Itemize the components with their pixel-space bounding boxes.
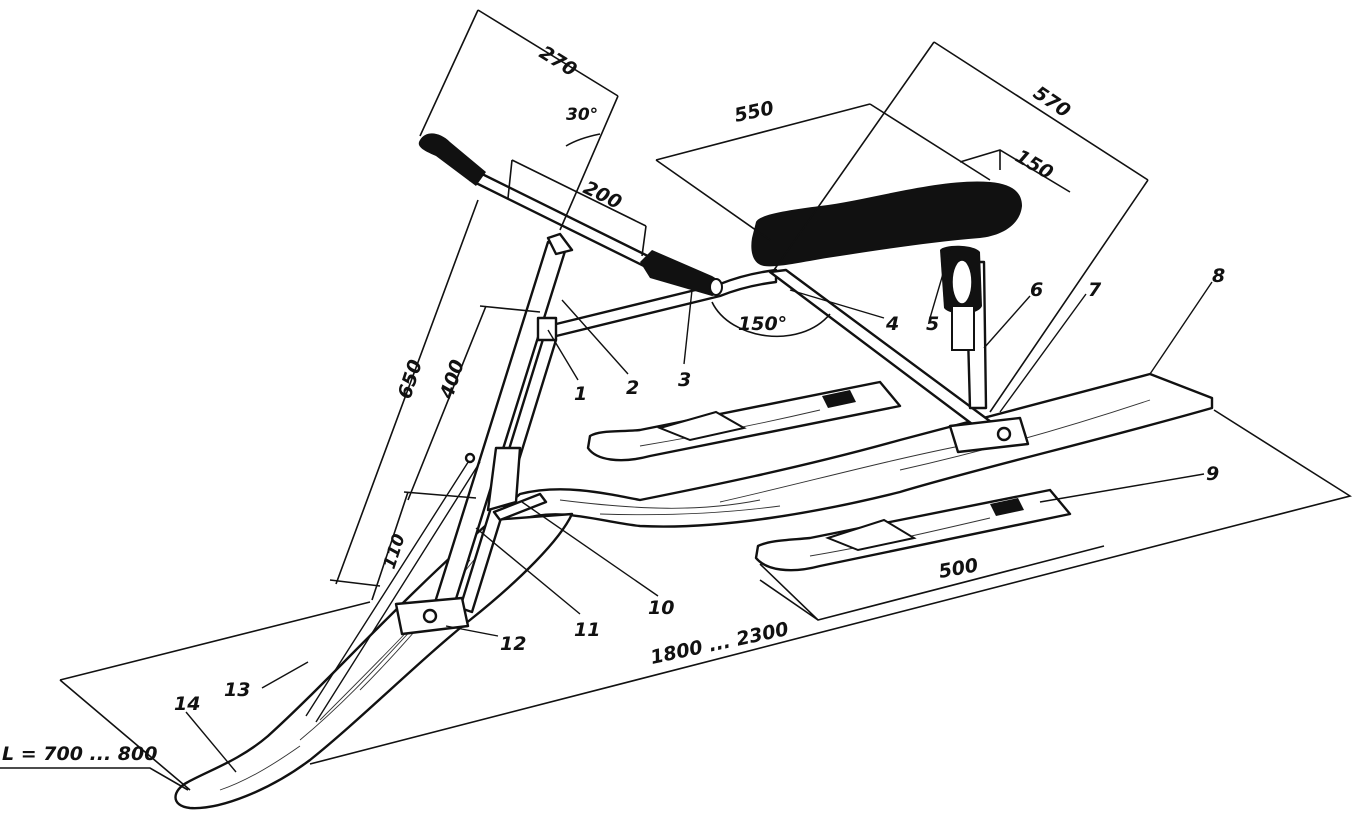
callout-11: 11 (574, 619, 600, 641)
dim-400: 400 (436, 357, 469, 402)
dim-650: 650 (394, 357, 427, 402)
callout-14: 14 (174, 693, 200, 715)
foot-ski-lower (754, 488, 1072, 572)
rear-ski (488, 372, 1214, 528)
callout-12: 12 (500, 633, 526, 655)
dim-270: 270 (535, 42, 580, 82)
callout-8: 8 (1212, 265, 1225, 287)
right-grip (640, 250, 723, 296)
dim-200: 200 (580, 177, 625, 214)
angle-150: 150° (738, 313, 787, 335)
foot-ski-upper (586, 380, 902, 462)
left-grip (418, 133, 486, 186)
callout-1: 1 (574, 383, 587, 405)
callout-10: 10 (648, 597, 674, 619)
callout-7: 7 (1088, 279, 1102, 301)
dim-550: 550 (732, 97, 775, 127)
dim-L: L = 700 ... 800 (2, 743, 157, 765)
dim-150: 150 (1012, 145, 1057, 184)
handlebar (418, 133, 723, 296)
callout-5: 5 (926, 313, 939, 335)
callout-3: 3 (678, 369, 691, 391)
dim-110: 110 (380, 531, 410, 571)
dimension-labels: 270 30° 200 550 570 150 150° 650 400 110… (2, 42, 1074, 765)
dim-1800-2300: 1800 ... 2300 (648, 618, 790, 669)
callout-numbers: 1 2 3 4 5 6 7 8 9 10 11 12 13 14 (174, 265, 1225, 715)
callout-4: 4 (885, 313, 899, 335)
dim-570: 570 (1029, 82, 1074, 122)
dim-30deg: 30° (566, 105, 598, 125)
callout-2: 2 (626, 377, 639, 399)
seat (751, 181, 1022, 351)
frame (305, 240, 1030, 723)
dimension-lines (0, 9, 1352, 791)
dim-500: 500 (937, 554, 980, 583)
callout-6: 6 (1030, 279, 1043, 301)
callout-13: 13 (224, 679, 250, 701)
callout-9: 9 (1206, 463, 1219, 485)
callout-leaders (185, 249, 1213, 773)
